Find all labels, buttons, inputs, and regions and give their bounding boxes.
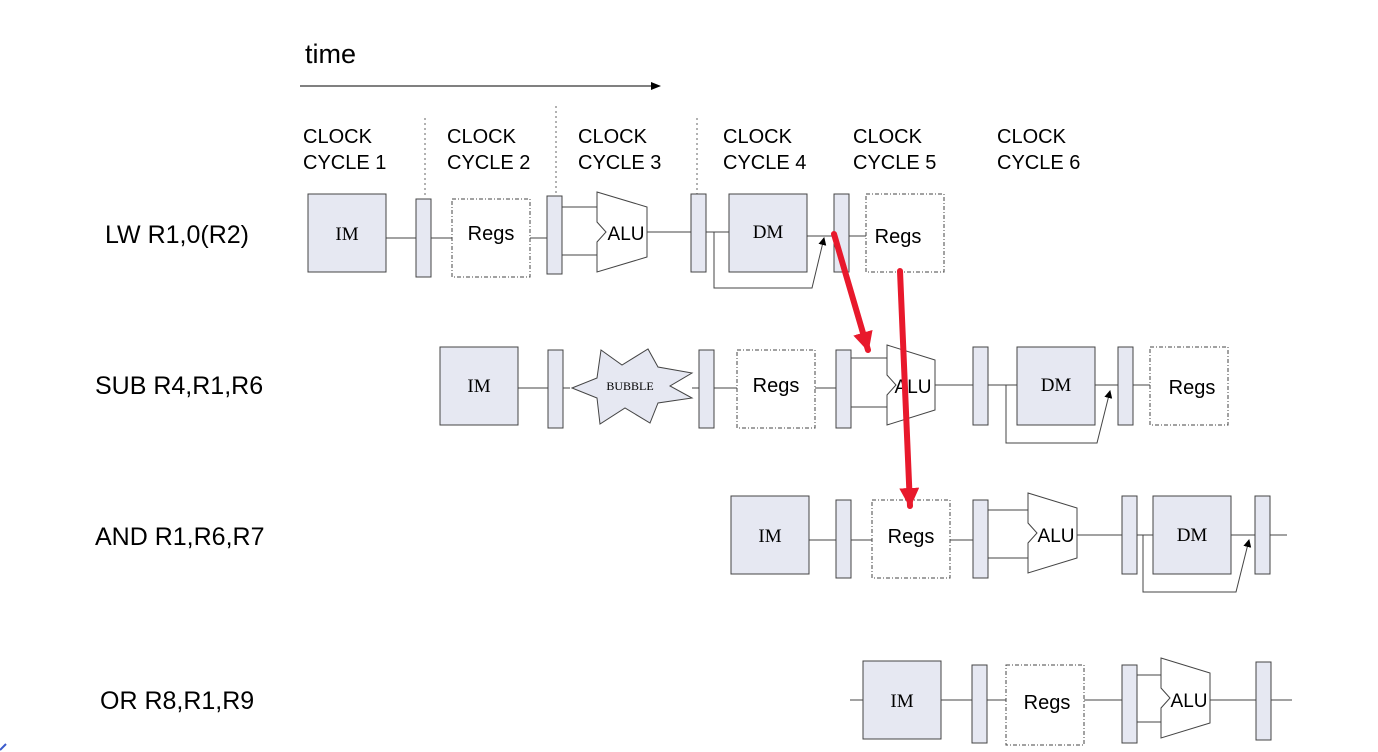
stage-label: Regs xyxy=(875,226,922,248)
stage-label: IM xyxy=(335,224,358,245)
forwarding-arrow-regs-to-regs xyxy=(897,268,920,509)
pipeline-register xyxy=(1255,661,1272,741)
pipeline-register xyxy=(1121,664,1138,744)
stage-label: ALU xyxy=(895,377,932,398)
regs-stage xyxy=(1005,664,1085,746)
cycle-header-1-line1: CLOCK xyxy=(303,126,373,148)
regs-stage xyxy=(1149,346,1229,426)
cycle-header-4-line2: CYCLE 4 xyxy=(723,152,806,174)
time-label: time xyxy=(305,39,356,69)
alu-stage xyxy=(1027,492,1078,574)
stage-label: Regs xyxy=(888,526,935,548)
dm-stage xyxy=(728,193,808,273)
pipeline-register xyxy=(1121,495,1138,575)
stage-label: ALU xyxy=(1171,691,1208,712)
stage-label: IM xyxy=(467,376,490,397)
pipeline-register xyxy=(698,349,715,429)
im-stage xyxy=(439,346,519,426)
pipeline-register xyxy=(835,349,852,429)
instruction-label-or: OR R8,R1,R9 xyxy=(100,687,254,715)
stage-label: IM xyxy=(758,526,781,547)
pipeline-register xyxy=(971,664,988,744)
pipeline-row-and xyxy=(730,492,1287,593)
stage-label: DM xyxy=(1041,375,1072,396)
pipeline-register xyxy=(972,499,989,579)
cycle-header-6-line1: CLOCK xyxy=(997,126,1067,148)
stage-label: Regs xyxy=(1169,377,1216,399)
stage-labels-or: IM Regs ALU xyxy=(890,691,1207,714)
stage-label: DM xyxy=(753,222,784,243)
dm-stage xyxy=(1152,495,1232,575)
bubble-stall xyxy=(570,348,694,425)
regs-stage xyxy=(451,198,531,278)
cycle-header-5-line1: CLOCK xyxy=(853,126,923,148)
stage-label: ALU xyxy=(608,224,645,245)
corner-mark xyxy=(0,743,7,751)
pipeline-register xyxy=(690,193,707,273)
pipeline-register xyxy=(972,346,989,426)
pipeline-register xyxy=(415,198,432,278)
pipeline-register xyxy=(546,195,563,275)
cycle-header-1-line2: CYCLE 1 xyxy=(303,152,386,174)
stage-label: Regs xyxy=(468,223,515,245)
cycle-header-3-line2: CYCLE 3 xyxy=(578,152,661,174)
cycle-header-4-line1: CLOCK xyxy=(723,126,793,148)
cycle-header-5-line2: CYCLE 5 xyxy=(853,152,936,174)
pipeline-row-or xyxy=(850,657,1292,746)
im-stage xyxy=(307,193,387,273)
stage-label: ALU xyxy=(1038,526,1075,547)
stage-label: BUBBLE xyxy=(606,379,653,393)
cycle-header-3-line1: CLOCK xyxy=(578,126,648,148)
cycle-header-6-line2: CYCLE 6 xyxy=(997,152,1080,174)
forwarding-arrow-dm-to-alu xyxy=(831,231,873,353)
im-stage xyxy=(730,495,810,575)
instruction-label-sub: SUB R4,R1,R6 xyxy=(95,372,263,400)
pipeline-row-sub xyxy=(439,344,1229,444)
pipeline-register xyxy=(1254,495,1271,575)
stage-label: DM xyxy=(1177,525,1208,546)
pipeline-row-lw xyxy=(307,191,945,289)
cycle-headers: CLOCK CYCLE 1 CLOCK CYCLE 2 CLOCK CYCLE … xyxy=(303,126,1080,174)
alu-stage xyxy=(886,344,936,426)
dm-stage xyxy=(1016,346,1096,426)
instruction-label-and: AND R1,R6,R7 xyxy=(95,523,265,551)
forwarding-arrows xyxy=(831,231,920,509)
instruction-labels: LW R1,0(R2) SUB R4,R1,R6 AND R1,R6,R7 OR… xyxy=(95,221,265,715)
pipeline-register xyxy=(547,349,564,429)
pipeline-register xyxy=(1117,346,1134,426)
stage-label: Regs xyxy=(1024,692,1071,714)
stage-label: Regs xyxy=(753,375,800,397)
alu-stage xyxy=(1160,657,1211,739)
im-stage xyxy=(862,660,942,740)
stage-label: IM xyxy=(890,691,913,712)
stage-labels-lw: IM Regs ALU DM Regs xyxy=(335,222,921,248)
stage-labels-and: IM Regs ALU DM xyxy=(758,525,1207,548)
alu-stage xyxy=(596,191,648,273)
pipeline-register xyxy=(835,499,852,579)
cycle-header-2-line1: CLOCK xyxy=(447,126,517,148)
cycle-separators xyxy=(424,106,698,198)
cycle-header-2-line2: CYCLE 2 xyxy=(447,152,530,174)
instruction-label-lw: LW R1,0(R2) xyxy=(105,221,249,249)
regs-stage xyxy=(865,193,945,273)
regs-stage xyxy=(736,349,816,429)
